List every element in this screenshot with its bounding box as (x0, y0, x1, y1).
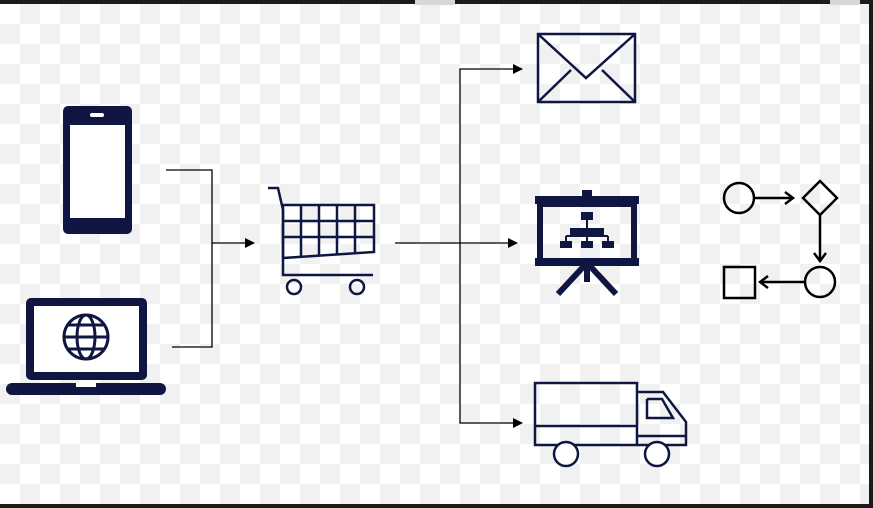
laptop-globe-icon (6, 298, 166, 395)
connector-phone-to-cart (166, 169, 255, 248)
top-tab (830, 0, 860, 5)
envelope-icon (536, 32, 637, 104)
top-tab (415, 0, 455, 5)
transparency-checkerboard (0, 4, 869, 504)
process-flow-symbols-icon (722, 179, 839, 300)
shopping-cart-icon (268, 186, 376, 296)
smartphone-icon (63, 106, 132, 234)
input-connectors (166, 169, 255, 348)
output-connectors (395, 64, 523, 428)
org-chart-icon (560, 212, 614, 248)
delivery-truck-icon (533, 381, 688, 468)
connector-laptop-to-cart (172, 243, 213, 348)
globe-icon (62, 313, 110, 361)
connector-cart-to-envelope (459, 64, 523, 243)
presentation-org-chart-icon (535, 190, 639, 297)
connector-cart-to-truck (459, 243, 523, 428)
